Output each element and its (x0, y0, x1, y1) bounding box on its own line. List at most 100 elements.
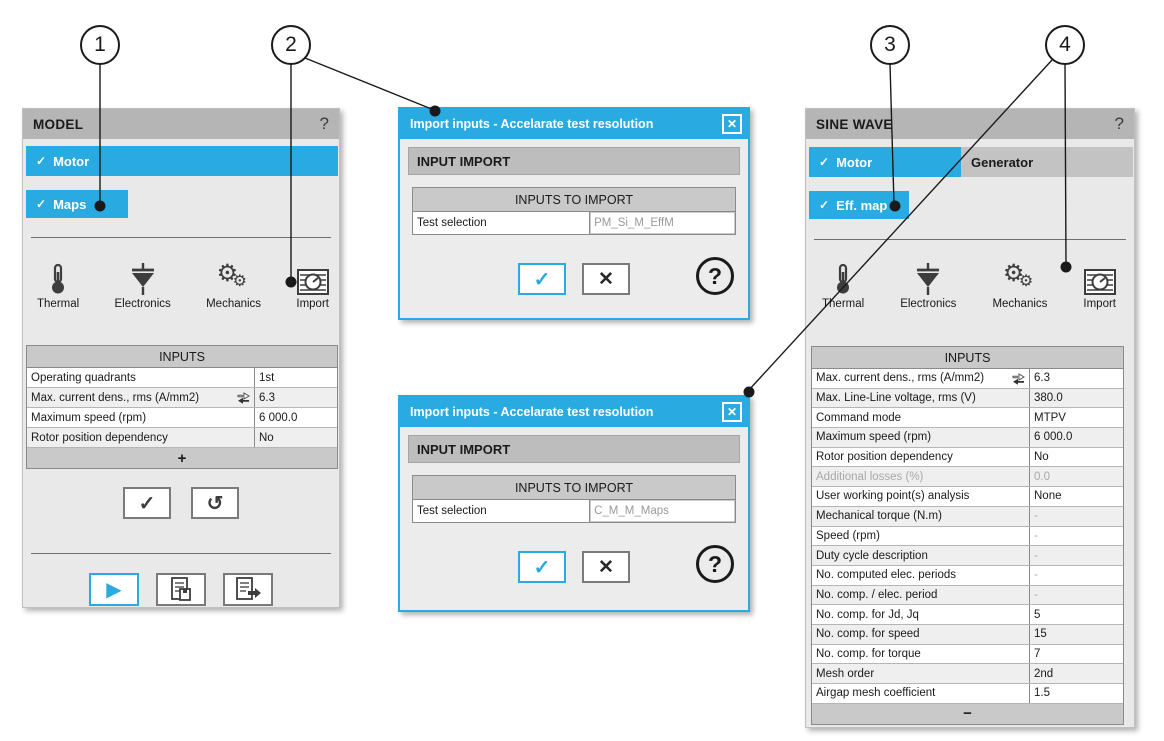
row-label-text: Rotor position dependency (31, 431, 168, 444)
row-label: Speed (rpm) (812, 526, 1030, 546)
electronics-label: Electronics (900, 298, 957, 310)
electronics-button[interactable]: Electronics (900, 261, 956, 310)
row-label: Max. current dens., rms (A/mm2) (812, 369, 1030, 388)
thermal-button[interactable]: Thermal (37, 261, 79, 310)
reset-button[interactable]: ↺ (191, 487, 239, 519)
row-value[interactable]: 6.3 (259, 391, 275, 404)
thermal-button[interactable]: Thermal (822, 261, 864, 310)
table-row: Max. Line-Line voltage, rms (V) 380.0 (812, 388, 1123, 409)
model-inputs-table: INPUTS Operating quadrants 1st Max. curr… (26, 345, 338, 469)
close-button[interactable]: ✕ (722, 114, 742, 134)
row-value: - (1034, 529, 1038, 542)
tab-motor[interactable]: ✓ Motor (809, 147, 961, 177)
mechanics-button[interactable]: ⚙⚙ Mechanics (206, 260, 262, 310)
test-selection-value[interactable]: C_M_M_Maps (590, 500, 735, 522)
row-value[interactable]: 1.5 (1034, 687, 1050, 700)
model-panel-header: MODEL ? (23, 109, 339, 139)
row-value[interactable]: 7 (1034, 647, 1041, 660)
row-label-text: No. computed elec. periods (816, 569, 956, 582)
ok-button[interactable]: ✓ (518, 551, 566, 583)
table-row: Airgap mesh coefficient 1.5 (812, 684, 1123, 704)
row-value: 0.0 (1034, 470, 1050, 483)
dialog-title: Import inputs - Accelarate test resoluti… (410, 405, 654, 419)
row-value[interactable]: None (1034, 490, 1062, 503)
cancel-button[interactable]: ✕ (582, 551, 630, 583)
callout-4-number: 4 (1059, 33, 1071, 56)
row-value[interactable]: 6 000.0 (1034, 431, 1073, 444)
run-export-row: ▶ (23, 573, 339, 606)
mechanics-label: Mechanics (206, 298, 262, 310)
apply-button[interactable]: ✓ (123, 487, 171, 519)
play-icon: ▶ (106, 579, 122, 601)
electronics-icon (128, 261, 158, 295)
row-label: Max. current dens., rms (A/mm2) (27, 388, 255, 407)
table-row: No. comp. for torque 7 (812, 644, 1123, 665)
import-button[interactable]: Import (1083, 261, 1116, 310)
check-icon: ✓ (533, 556, 551, 579)
model-help-button[interactable]: ? (319, 114, 329, 133)
row-label-text: No. comp. for speed (816, 628, 920, 641)
help-button[interactable]: ? (696, 257, 734, 295)
callout-2: 2 (271, 25, 311, 65)
row-value[interactable]: 2nd (1034, 667, 1054, 680)
ok-button[interactable]: ✓ (518, 263, 566, 295)
check-icon: ✓ (138, 492, 156, 515)
import-button[interactable]: Import (296, 261, 329, 310)
input-import-header: INPUT IMPORT (408, 147, 740, 175)
row-label-text: Additional losses (%) (816, 470, 924, 483)
row-value[interactable]: MTPV (1034, 411, 1066, 424)
electronics-button[interactable]: Electronics (115, 261, 171, 310)
row-label-text: Test selection (417, 217, 487, 229)
sine-wave-help-button[interactable]: ? (1114, 114, 1124, 133)
close-button[interactable]: ✕ (722, 402, 742, 422)
dialog-titlebar[interactable]: Import inputs - Accelarate test resoluti… (400, 109, 748, 139)
callout-1-number: 1 (94, 33, 106, 56)
cancel-button[interactable]: ✕ (582, 263, 630, 295)
close-icon: ✕ (726, 117, 738, 131)
tab-generator[interactable]: Generator (961, 147, 1133, 177)
mechanics-button[interactable]: ⚙⚙ Mechanics (992, 260, 1047, 310)
tab-eff-map[interactable]: ✓ Eff. map (809, 191, 909, 219)
report-button[interactable] (156, 573, 206, 606)
row-value[interactable]: 15 (1034, 628, 1047, 641)
table-row-disabled: Additional losses (%) 0.0 (812, 467, 1123, 488)
row-value[interactable]: 6.3 (1034, 372, 1050, 385)
dialog-titlebar[interactable]: Import inputs - Accelarate test resoluti… (400, 397, 748, 427)
inputs-to-import-title: INPUTS TO IMPORT (413, 476, 735, 500)
row-label-text: Airgap mesh coefficient (816, 687, 936, 700)
export-button[interactable] (223, 573, 273, 606)
row-value[interactable]: 5 (1034, 608, 1041, 621)
document-save-icon (171, 577, 191, 601)
row-value: - (1034, 549, 1038, 562)
row-label: Maximum speed (rpm) (27, 408, 255, 427)
row-value[interactable]: 1st (259, 371, 275, 384)
row-value[interactable]: No (1034, 451, 1049, 464)
tab-maps[interactable]: ✓ Maps (26, 190, 128, 218)
help-button[interactable]: ? (696, 545, 734, 583)
test-selection-value[interactable]: PM_Si_M_EffM (590, 212, 735, 234)
table-row: Maximum speed (rpm) 6 000.0 (812, 428, 1123, 448)
row-label-text: Mesh order (816, 667, 875, 680)
row-value[interactable]: 380.0 (1034, 392, 1063, 405)
sine-wave-panel: SINE WAVE ? ✓ Motor Generator ✓ Eff. map (805, 108, 1135, 728)
callout-1: 1 (80, 25, 120, 65)
collapse-row-button[interactable]: − (812, 703, 1123, 724)
row-label: No. comp. for torque (812, 644, 1030, 664)
import-dialog-1: Import inputs - Accelarate test resoluti… (398, 107, 750, 320)
document-export-icon (236, 577, 261, 600)
add-row-button[interactable]: + (27, 448, 337, 468)
row-value[interactable]: No (259, 431, 274, 444)
row-value[interactable]: 6 000.0 (259, 411, 298, 424)
row-label-text: Duty cycle description (816, 549, 928, 562)
row-value: - (1034, 588, 1038, 601)
row-label: Maximum speed (rpm) (812, 428, 1030, 447)
row-label-text: Max. current dens., rms (A/mm2) (31, 391, 200, 404)
run-button[interactable]: ▶ (89, 573, 139, 606)
row-label: Test selection (413, 500, 591, 522)
import-icon (1083, 261, 1116, 295)
row-label-text: No. comp. for Jd, Jq (816, 608, 919, 621)
close-icon: ✕ (726, 405, 738, 419)
inputs-to-import-table: INPUTS TO IMPORT Test selection PM_Si_M_… (412, 187, 736, 235)
divider (814, 239, 1126, 240)
tab-motor[interactable]: ✓ Motor (26, 146, 338, 176)
